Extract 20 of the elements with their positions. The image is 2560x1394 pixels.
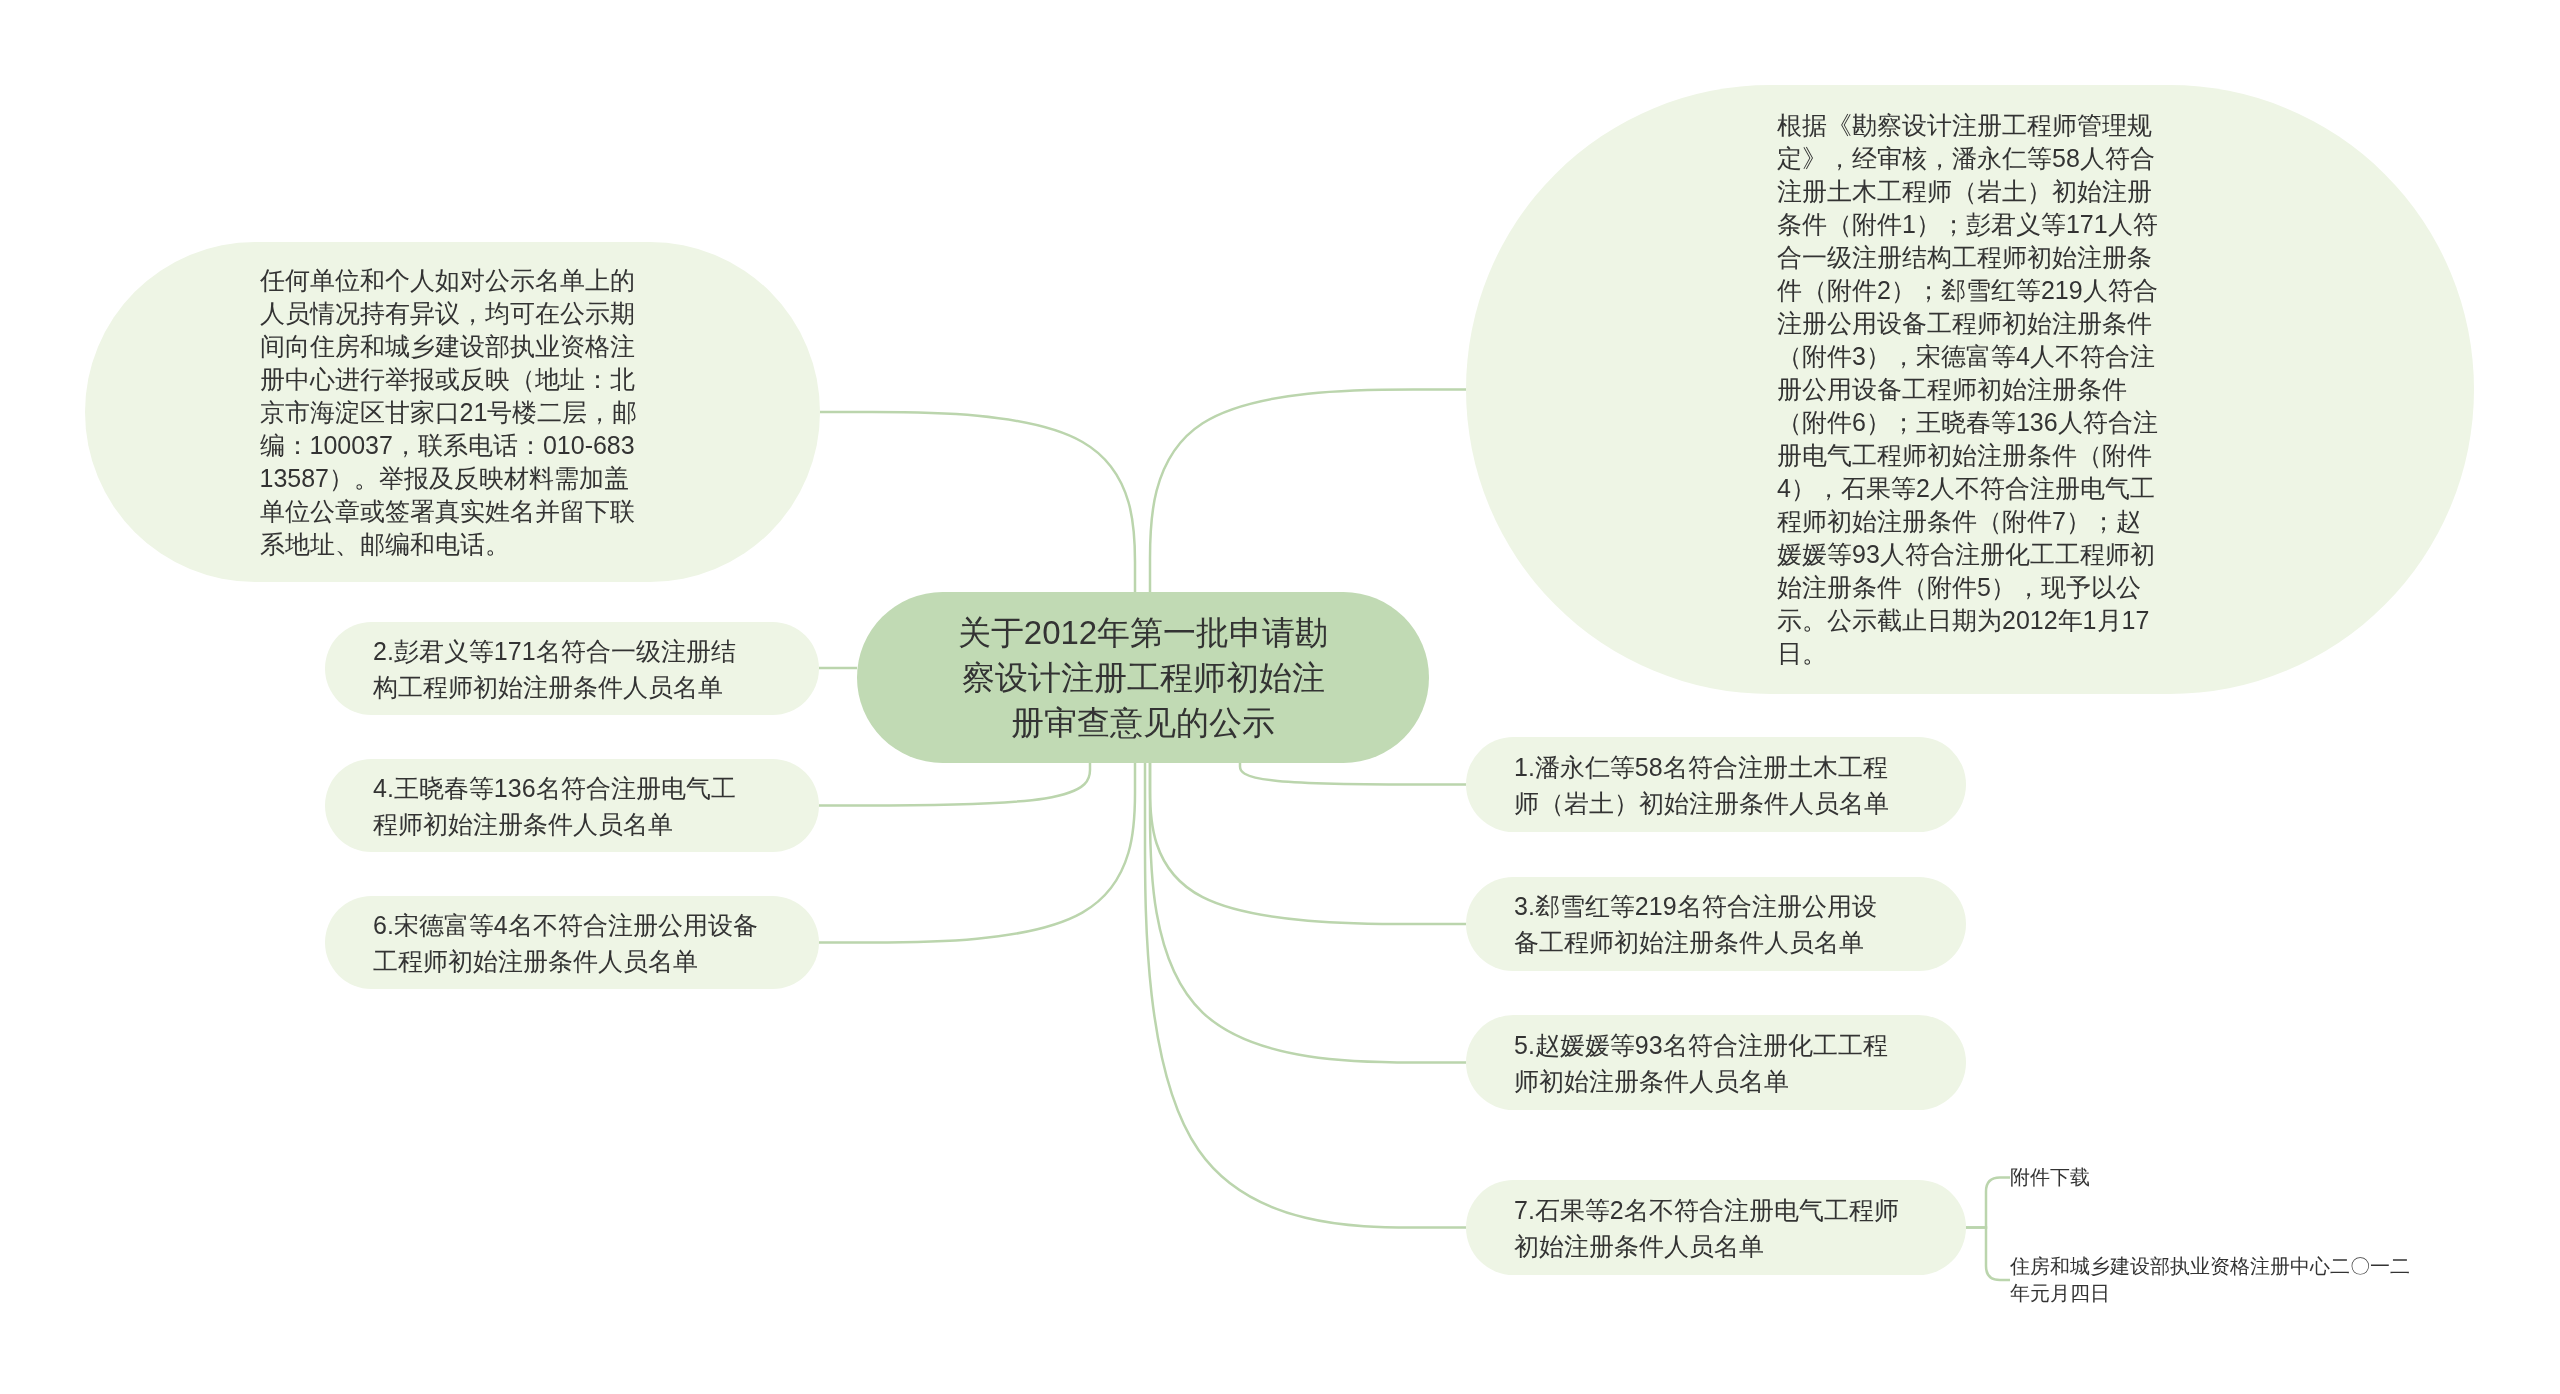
connector-line — [1238, 763, 1466, 786]
connector-line — [1148, 388, 1466, 592]
connector-line — [1148, 763, 1466, 1064]
branch-text: 住房和城乡建设部执业资格注册中心二〇一二年元月四日 — [2010, 1253, 2420, 1307]
subtopic-text: 7.石果等2名不符合注册电气工程师初始注册条件人员名单 — [1514, 1194, 1900, 1262]
subtopic-text: 3.郄雪红等219名符合注册公用设备工程师初始注册条件人员名单 — [1514, 891, 1878, 958]
note-text: 任何单位和个人如对公示名单上的人员情况持有异议，均可在公示期间向住房和城乡建设部执业资格注册中心进行举报或反映（地址：北京市海淀区甘家口21号楼二层，邮编：100037，联系电话：010-68313587）。举报及反映材料需加盖单位公章或签署真实姓名并留下联系地址、邮编和电话。 — [259, 264, 639, 560]
branch-text: 附件下载 — [2010, 1164, 2420, 1191]
subtopic-text: 4.王晓春等136名符合注册电气工程师初始注册条件人员名单 — [373, 772, 737, 840]
connector-line — [820, 410, 1137, 592]
note-text: 根据《勘察设计注册工程师管理规定》，经审核，潘永仁等58人符合注册土木工程师（岩土）初始注册条件（附件1）；彭君义等171人符合一级注册结构工程师初始注册条件（附件2）；郄雪红等219人符合注册公用设备工程师初始注册条件（附件3），宋德富等4人不符合注册公用设备工程师初始注册条件（附件6）；王晓春等136人符合注册电气工程师初始注册条件（附件4），石果等2人不符合注册电气工程师初始注册条件（附件7）；赵媛媛等93人符合注册化工工程师初始注册条件（附件5），现予以公示。公示截止日期为2012年1月17日。 — [1777, 110, 2159, 669]
connector-line — [819, 666, 857, 670]
subtopic-text: 2.彭君义等171名符合一级注册结构工程师初始注册条件人员名单 — [373, 635, 737, 703]
connector-line — [1143, 763, 1466, 1229]
topic-text: 关于2012年第一批申请勘察设计注册工程师初始注册审查意见的公示 — [956, 613, 1330, 743]
subtopic-text: 5.赵媛媛等93名符合注册化工工程师初始注册条件人员名单 — [1514, 1029, 1889, 1097]
subtopic-text: 6.宋德富等4名不符合注册公用设备工程师初始注册条件人员名单 — [373, 909, 759, 977]
connector-line — [819, 763, 1092, 807]
subtopic-text: 1.潘永仁等58名符合注册土木工程师（岩土）初始注册条件人员名单 — [1514, 751, 1890, 819]
connector-line — [819, 763, 1137, 944]
